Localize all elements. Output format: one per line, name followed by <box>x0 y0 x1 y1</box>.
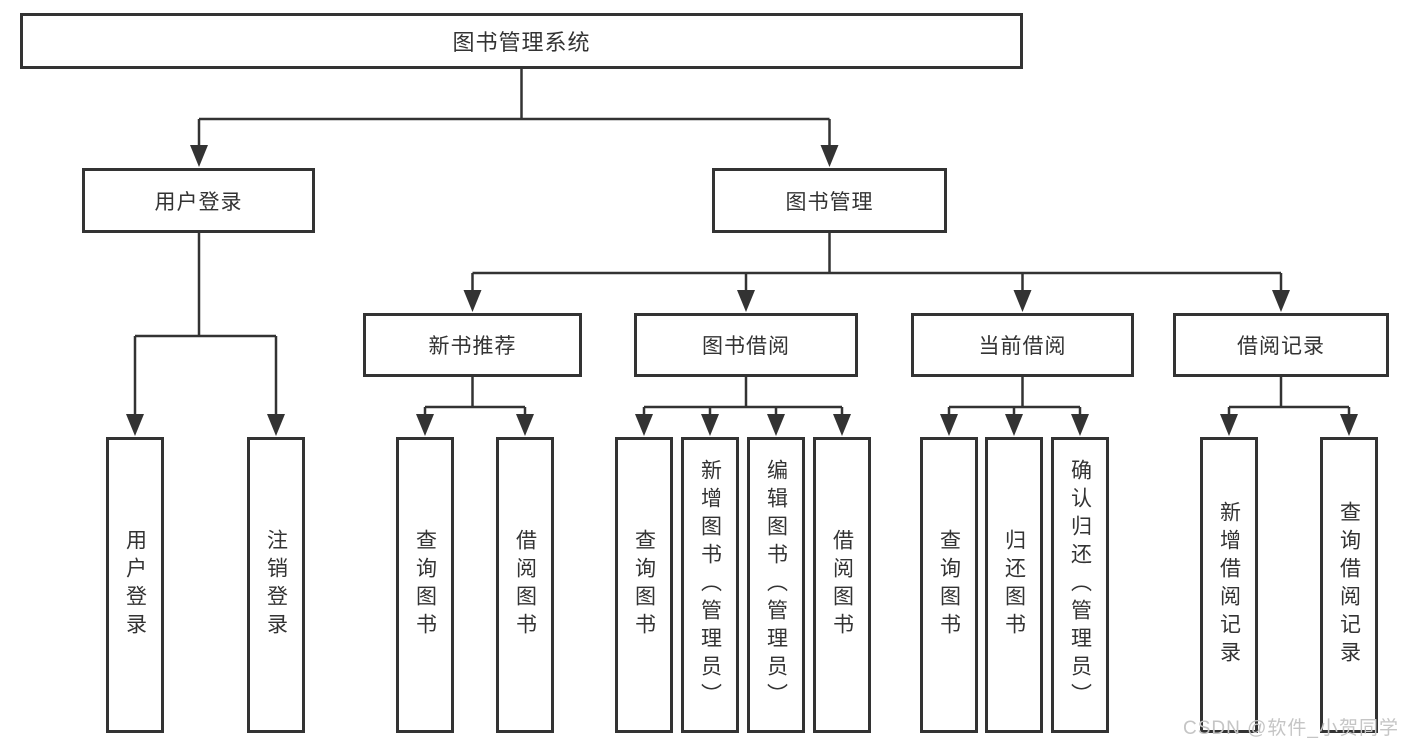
arrowhead-icon <box>833 414 851 436</box>
leaf-label: 确认归还（管理员） <box>1068 459 1092 711</box>
connector-root-to-level2 <box>197 69 831 146</box>
arrowhead-icon <box>820 145 839 167</box>
leaf-add-books-admin: 新增图书（管理员） <box>681 437 739 733</box>
node-current-borrowing: 当前借阅 <box>911 313 1134 377</box>
arrowhead-icon <box>1005 414 1023 436</box>
leaf-label: 用户登录 <box>123 529 147 641</box>
arrowhead-icon <box>1340 414 1358 436</box>
leaf-return-books: 归还图书 <box>985 437 1043 733</box>
connector-paths <box>133 69 1351 415</box>
leaf-label: 注销登录 <box>264 529 288 641</box>
leaf-borrow-books-borrowing: 借阅图书 <box>813 437 871 733</box>
leaf-label: 查询图书 <box>937 529 961 641</box>
node-user-login-module: 用户登录 <box>82 168 315 233</box>
arrowhead-icon <box>516 414 534 436</box>
leaf-label: 新增图书（管理员） <box>698 459 722 711</box>
arrowhead-icon <box>267 414 285 436</box>
arrowhead-icon <box>1272 290 1290 312</box>
leaf-query-books-borrowing: 查询图书 <box>615 437 673 733</box>
arrowhead-icon <box>1071 414 1089 436</box>
leaf-label: 借阅图书 <box>513 529 537 641</box>
node-new-book-recommend: 新书推荐 <box>363 313 582 377</box>
leaf-label: 新增借阅记录 <box>1217 501 1241 669</box>
leaf-user-login: 用户登录 <box>106 437 164 733</box>
leaf-query-borrow-record: 查询借阅记录 <box>1320 437 1378 733</box>
arrowhead-icon <box>416 414 434 436</box>
arrowhead-icon <box>635 414 653 436</box>
leaf-label: 查询图书 <box>413 529 437 641</box>
arrowhead-icon <box>767 414 785 436</box>
connector-mgmt-to-level3 <box>471 233 1283 291</box>
leaf-label: 借阅图书 <box>830 529 854 641</box>
csdn-watermark: CSDN @软件_小贺同学 <box>1183 718 1399 739</box>
arrowhead-icon <box>1013 290 1032 312</box>
arrowhead-icon <box>463 290 482 312</box>
arrowheads <box>126 145 1358 436</box>
arrowhead-icon <box>1220 414 1238 436</box>
arrowhead-icon <box>190 145 208 167</box>
arrowhead-icon <box>126 414 144 436</box>
leaf-label: 归还图书 <box>1002 529 1026 641</box>
leaf-label: 查询图书 <box>632 529 656 641</box>
node-book-borrowing: 图书借阅 <box>634 313 858 377</box>
leaf-query-books-current: 查询图书 <box>920 437 978 733</box>
connector-records-to-leaves <box>1227 377 1351 415</box>
leaf-logout: 注销登录 <box>247 437 305 733</box>
leaf-add-borrow-record: 新增借阅记录 <box>1200 437 1258 733</box>
leaf-label: 查询借阅记录 <box>1337 501 1361 669</box>
connector-login-to-leaves <box>133 233 278 415</box>
node-book-management-module: 图书管理 <box>712 168 947 233</box>
leaf-edit-books-admin: 编辑图书（管理员） <box>747 437 805 733</box>
arrowhead-icon <box>701 414 719 436</box>
connector-borrow-to-leaves <box>642 377 844 415</box>
leaf-label: 编辑图书（管理员） <box>764 459 788 711</box>
leaf-borrow-books-recommend: 借阅图书 <box>496 437 554 733</box>
arrowhead-icon <box>940 414 958 436</box>
connector-current-to-leaves <box>947 377 1082 415</box>
leaf-query-books-recommend: 查询图书 <box>396 437 454 733</box>
arrowhead-icon <box>737 290 755 312</box>
leaf-confirm-return-admin: 确认归还（管理员） <box>1051 437 1109 733</box>
node-root-system: 图书管理系统 <box>20 13 1023 69</box>
node-borrowing-records: 借阅记录 <box>1173 313 1389 377</box>
connector-rec-to-leaves <box>423 377 527 415</box>
